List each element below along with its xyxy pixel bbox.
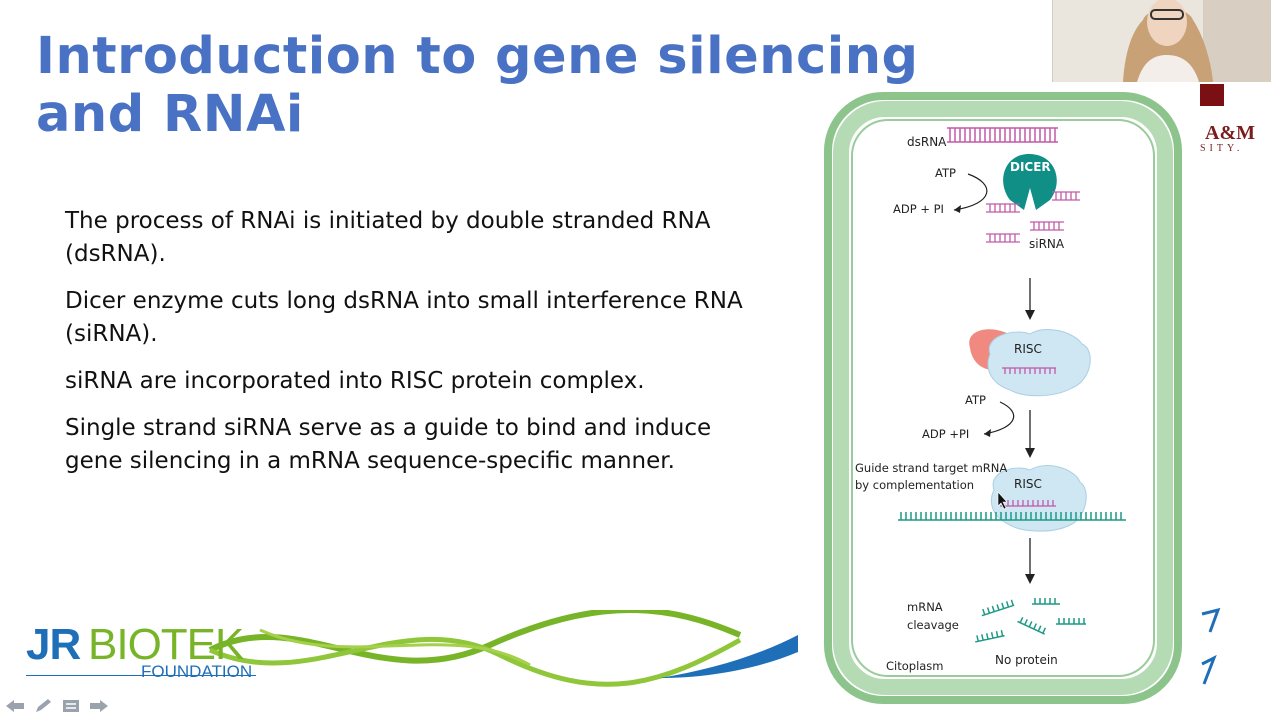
label-guide-strand-2: by complementation xyxy=(855,478,975,492)
label-adp-1: ADP + PI xyxy=(893,202,944,216)
webcam-feed xyxy=(1052,0,1271,82)
label-atp-2: ATP xyxy=(965,393,986,407)
rnai-diagram-graphic xyxy=(824,92,1182,704)
label-risc-1: RISC xyxy=(1014,342,1042,356)
label-no-protein: No protein xyxy=(995,653,1058,667)
mrna-strand xyxy=(898,512,1126,521)
risc-complex-2 xyxy=(990,465,1087,532)
bullet-list: The process of RNAi is initiated by doub… xyxy=(65,205,745,492)
label-mrna-cleavage-1: mRNA xyxy=(907,600,943,614)
arrow-right-icon xyxy=(90,700,108,712)
dicer-enzyme xyxy=(1003,154,1057,210)
bullet-2: Dicer enzyme cuts long dsRNA into small … xyxy=(65,288,743,347)
label-guide-strand-1: Guide strand target mRNA xyxy=(855,461,1008,475)
arrow-left-icon xyxy=(6,700,24,712)
label-atp-1: ATP xyxy=(935,166,956,180)
bullet-3: siRNA are incorporated into RISC protein… xyxy=(65,368,645,394)
slide-menu-button[interactable] xyxy=(60,696,82,716)
university-logo-block xyxy=(1200,84,1224,106)
next-slide-button[interactable] xyxy=(88,696,110,716)
menu-icon xyxy=(63,700,79,712)
mouse-cursor-icon xyxy=(997,491,1008,510)
bullet-4: Single strand siRNA serve as a guide to … xyxy=(65,415,712,474)
logo-biotek-text: BIOTEK xyxy=(88,620,244,669)
pen-tool-button[interactable] xyxy=(32,696,54,716)
mrna-fragments xyxy=(975,598,1086,643)
university-subtitle: SITY. xyxy=(1200,143,1244,154)
university-name: A&M xyxy=(1205,122,1255,144)
label-citoplasm: Citoplasm xyxy=(886,659,944,673)
atp-arrow-2 xyxy=(983,401,1015,435)
label-dsrna: dsRNA xyxy=(907,135,947,149)
sirna-fragments xyxy=(986,191,1080,243)
label-dicer: DICER xyxy=(1010,160,1051,174)
risc-complex-1 xyxy=(987,329,1091,397)
bullet-1: The process of RNAi is initiated by doub… xyxy=(65,208,711,267)
label-mrna-cleavage-2: cleavage xyxy=(907,618,959,632)
pen-icon xyxy=(36,699,51,712)
label-adp-2: ADP +PI xyxy=(922,427,970,441)
label-sirna: siRNA xyxy=(1029,237,1065,251)
partial-logo-graphic xyxy=(1201,607,1221,685)
atp-arrow-1 xyxy=(953,173,988,211)
logo-foundation-text: FOUNDATION xyxy=(141,662,253,681)
dsrna-ladder xyxy=(947,127,1058,143)
slideshow-controls xyxy=(4,696,110,716)
logo-underline xyxy=(26,675,256,676)
previous-slide-button[interactable] xyxy=(4,696,26,716)
label-risc-2: RISC xyxy=(1014,477,1042,491)
rnai-diagram: dsRNA DICER ATP ADP + PI siRNA RISC ATP … xyxy=(824,92,1184,704)
logo-swoosh-graphic xyxy=(208,610,798,687)
slide-title: Introduction to gene silencing and RNAi xyxy=(36,27,919,144)
presenter-video xyxy=(1053,0,1271,82)
logo-jr-text: JR xyxy=(26,620,81,669)
